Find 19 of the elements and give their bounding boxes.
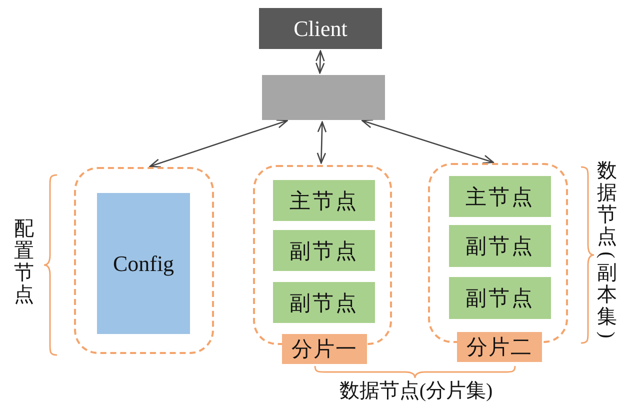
process-box — [262, 75, 385, 120]
bracket-label: 配置节点 — [13, 218, 35, 306]
node-box: 副节点 — [449, 277, 551, 319]
config-box: Config — [97, 193, 190, 334]
node-box: 副节点 — [449, 225, 551, 267]
node-box: 主节点 — [273, 180, 375, 221]
arrow — [315, 50, 325, 74]
arrow — [362, 119, 494, 164]
shard-tag: 分片一 — [282, 334, 367, 364]
client-box: Client — [259, 8, 382, 49]
node-box: 主节点 — [449, 176, 551, 217]
bracket-label: 数据节点(分片集) — [338, 381, 494, 402]
arrow — [149, 119, 288, 168]
node-box: 副节点 — [273, 282, 375, 323]
shard-tag: 分片二 — [457, 332, 542, 362]
dashed-group-box — [74, 167, 214, 354]
arrow — [316, 121, 327, 164]
node-box: 副节点 — [273, 230, 375, 271]
bracket-label: 数据节点(副本集) — [596, 160, 618, 340]
